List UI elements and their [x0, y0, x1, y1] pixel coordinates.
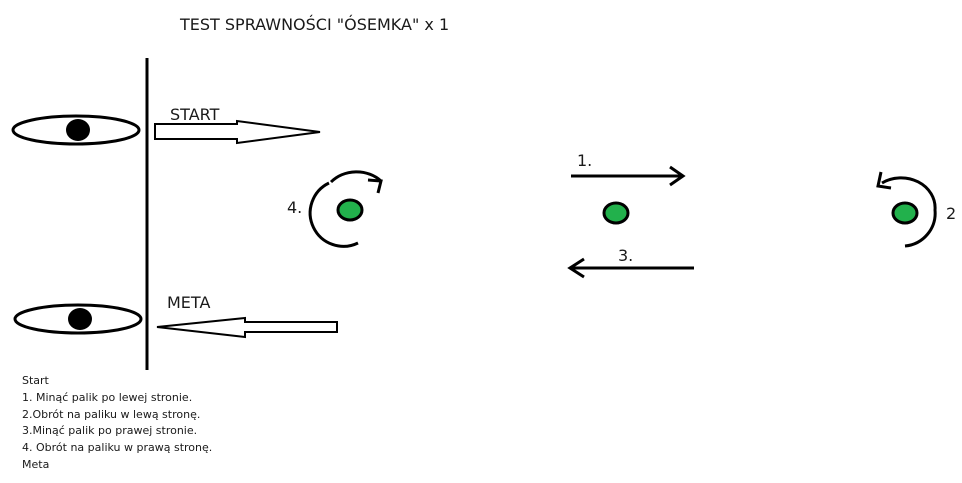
diagram-title: TEST SPRAWNOŚCI "ÓSEMKA" x 1	[179, 15, 449, 34]
instruction-step-1: 1. Minąć palik po lewej stronie.	[22, 390, 193, 404]
step4-label: 4.	[287, 198, 302, 217]
instruction-step-2: 2.Obrót na paliku w lewą stronę.	[22, 407, 201, 421]
rotation-arc-head	[876, 171, 892, 190]
meta-label: META	[167, 293, 210, 312]
meta-arrow	[156, 316, 338, 339]
stake-marker	[891, 201, 919, 225]
instructions-list: Start 1. Minąć palik po lewej stronie. 2…	[22, 373, 212, 474]
eye-icon	[11, 114, 141, 146]
rotation-arc-head	[367, 178, 383, 194]
step1-label: 1.	[577, 151, 592, 170]
step3-arrow-head	[567, 257, 585, 279]
rotation-arc-top	[329, 170, 383, 184]
stake-marker	[602, 201, 630, 225]
rotation-arc-right	[308, 181, 359, 248]
instruction-meta: Meta	[22, 457, 50, 471]
instruction-step-3: 3.Minąć palik po prawej stronie.	[22, 424, 198, 438]
instruction-step-4: 4. Obrót na paliku w prawą stronę.	[22, 441, 213, 455]
start-label: START	[170, 105, 220, 124]
eye-icon	[13, 303, 143, 335]
start-arrow	[154, 119, 321, 145]
stake-marker	[336, 198, 364, 222]
step3-label: 3.	[618, 246, 633, 265]
step2-label: 2	[946, 204, 956, 223]
instruction-start: Start	[22, 374, 49, 387]
step1-arrow-head	[669, 165, 686, 187]
rotation-arc-left	[881, 176, 937, 248]
